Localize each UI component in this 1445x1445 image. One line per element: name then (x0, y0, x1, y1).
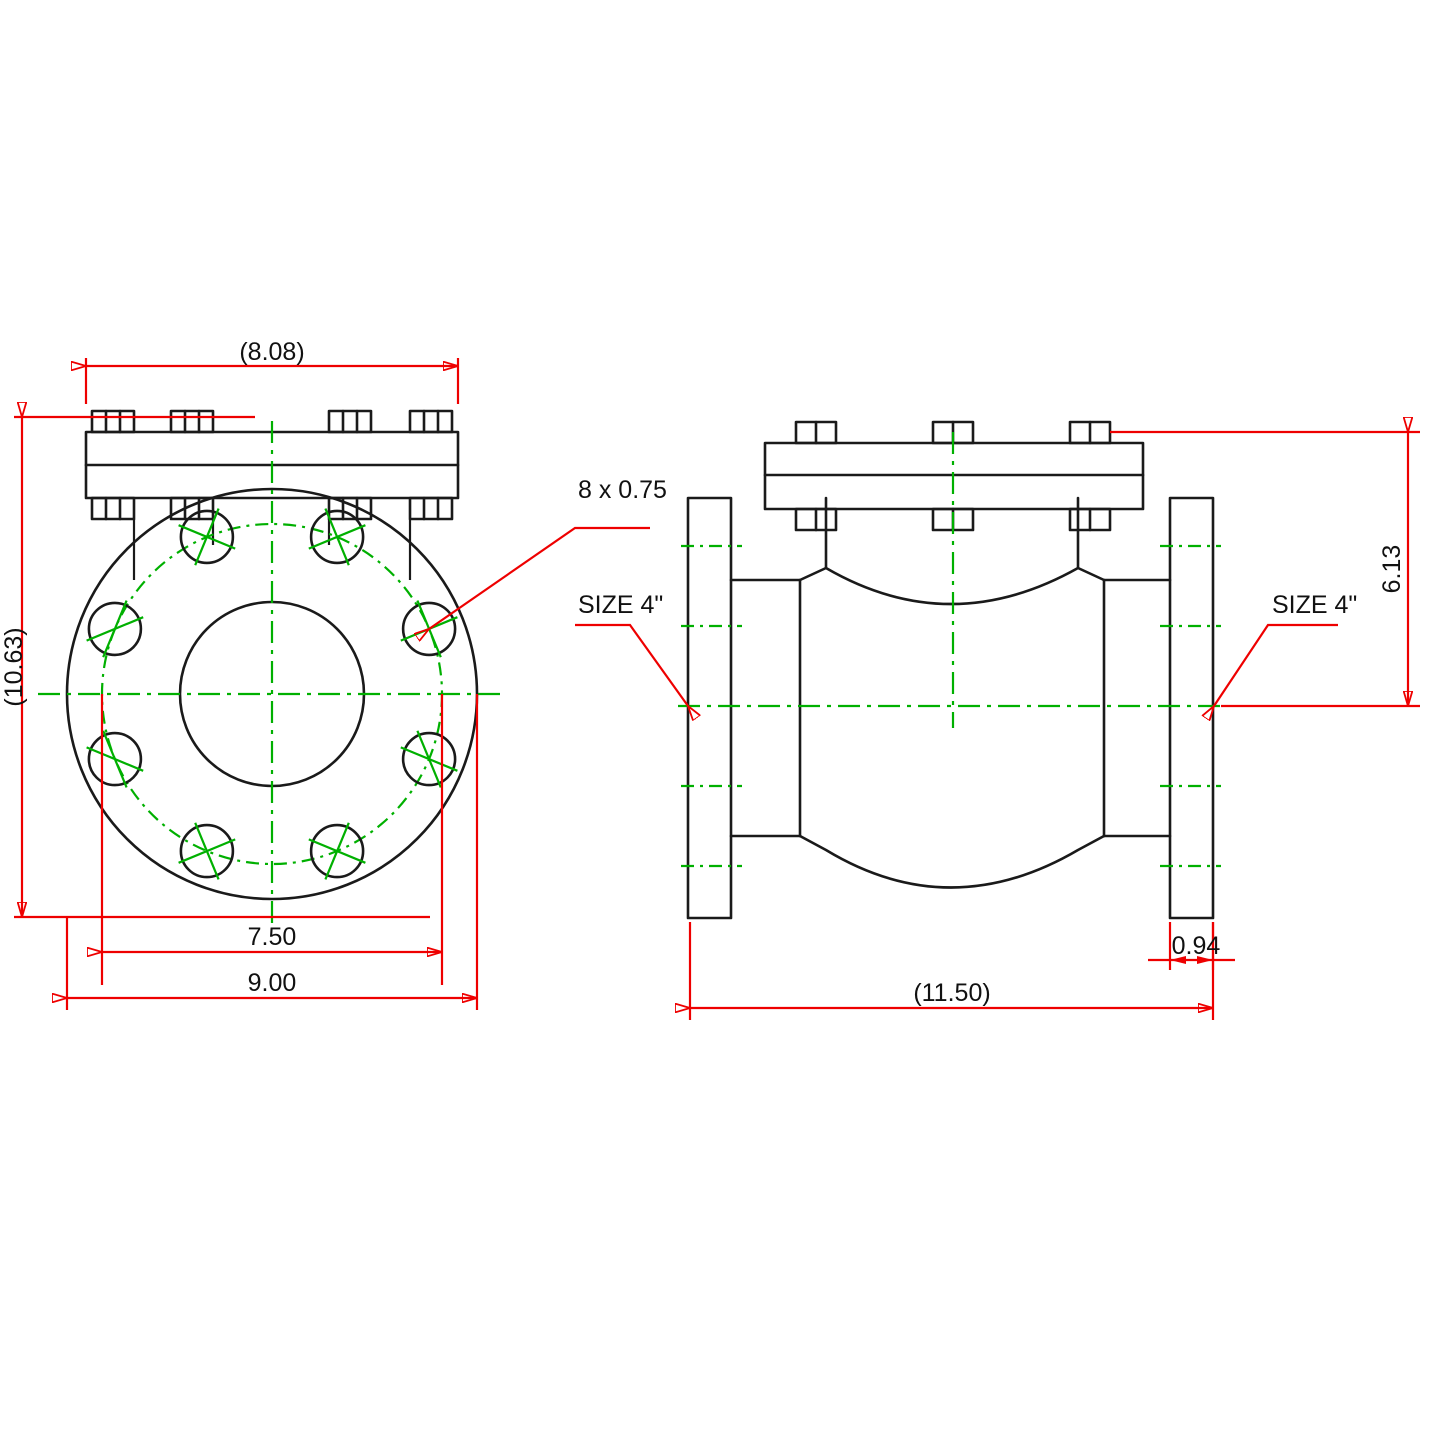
dim-label-flange-thickness: 0.94 (1172, 932, 1221, 960)
dim-bonnet-width: (8.08) (86, 338, 460, 404)
bolt-hole (178, 508, 236, 566)
bolt-hole (178, 822, 236, 880)
valve-body (798, 566, 1106, 889)
dim-label-face-to-face: (11.50) (913, 979, 990, 1007)
leader-bolt-holes: 8 x 0.75 (429, 476, 667, 629)
leader-label-size-right: SIZE 4" (1272, 591, 1357, 619)
dim-flange-thickness: 0.94 (1148, 922, 1235, 970)
dim-centerline-to-top: 6.13 (1110, 432, 1420, 708)
bolt-holes-group (86, 508, 458, 880)
right-flange-bolt-centerlines (1160, 544, 1221, 868)
leader-size-left: SIZE 4" (575, 591, 688, 706)
dim-label-flange-od: 9.00 (248, 969, 297, 997)
dim-bolt-circle: 7.50 (102, 694, 444, 985)
dim-label-bolt-circle: 7.50 (248, 923, 297, 951)
right-end-flange (1102, 496, 1215, 920)
leader-label-size-left: SIZE 4" (578, 591, 663, 619)
side-view-group: 6.13 (11.50) 0.94 SIZE 4" SIZE 4" (575, 422, 1420, 1020)
dim-flange-od: 9.00 (67, 694, 479, 1010)
bolt-hole (308, 822, 366, 880)
bolt-hole (86, 730, 144, 788)
dim-label-bonnet-width: (8.08) (239, 338, 304, 366)
leader-size-right: SIZE 4" (1214, 591, 1357, 706)
bonnet-bolt-heads-top (90, 409, 454, 434)
leader-label-bolt-holes: 8 x 0.75 (578, 476, 667, 504)
dim-overall-height: (10.63) (0, 417, 430, 919)
bolt-hole (400, 730, 458, 788)
bolt-hole (308, 508, 366, 566)
dim-label-centerline-to-top: 6.13 (1378, 545, 1406, 594)
bolt-hole (86, 600, 144, 658)
dim-label-overall-height: (10.63) (0, 627, 28, 706)
dim-face-to-face: (11.50) (690, 922, 1215, 1020)
front-view-group: (8.08) (10.63) 7.50 9.00 8 x 0.75 (0, 338, 667, 1010)
left-flange-bolt-centerlines (681, 544, 742, 868)
left-end-flange (686, 496, 802, 920)
